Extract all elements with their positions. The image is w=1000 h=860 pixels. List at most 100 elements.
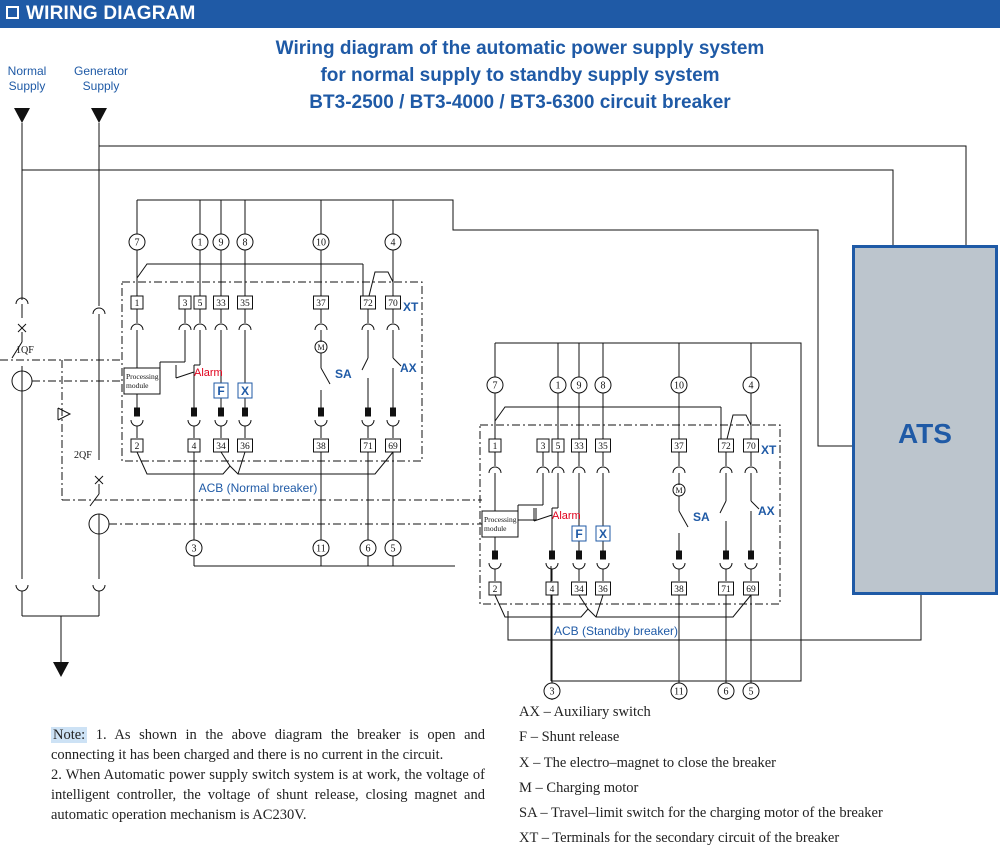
alarm-label: Alarm: [194, 367, 223, 379]
terminal-box: [213, 438, 229, 453]
diagram-title-line-1: Wiring diagram of the automatic power su…: [275, 38, 765, 59]
standby-breaker-wiring: [479, 342, 814, 700]
terminal-box-label: 33: [574, 442, 584, 452]
breaker-name: ACB (Normal breaker): [199, 481, 318, 495]
breaker-name: ACB (Standby breaker): [554, 624, 678, 638]
terminal-circle-label: 4: [391, 238, 396, 249]
processing-module-label: Processing: [126, 372, 159, 381]
terminal-circle-label: 8: [601, 381, 606, 392]
legend-item: X – The electro–magnet to close the brea…: [519, 754, 776, 771]
terminal-box: [130, 295, 144, 310]
terminal-circle: [570, 376, 588, 394]
terminal-box: [571, 438, 587, 453]
terminal-circle-label: 11: [316, 544, 326, 555]
terminal-circle-label: 5: [749, 687, 754, 698]
note-tag: Note:: [51, 727, 88, 743]
terminal-box: [595, 438, 611, 453]
terminal-box: [237, 438, 253, 453]
alarm-label: Alarm: [552, 510, 581, 522]
terminal-box-label: 36: [598, 585, 608, 595]
generator-supply-label: Generator Supply: [68, 64, 134, 94]
terminal-box-label: 4: [550, 585, 555, 595]
normal-supply-label: Normal Supply: [0, 64, 54, 94]
legend-item: M – Charging motor: [519, 779, 639, 796]
terminal-box-label: 34: [216, 442, 226, 452]
terminal-circle: [359, 539, 377, 557]
terminal-circle: [742, 376, 760, 394]
terminal-box: [360, 295, 376, 310]
terminal-box-label: 70: [746, 442, 756, 452]
terminal-box-label: 3: [183, 299, 188, 309]
terminal-box-label: 71: [363, 442, 373, 452]
terminal-circle: [212, 233, 230, 251]
terminal-box-label: 1: [135, 299, 140, 309]
processing-module-label: Processing: [484, 515, 517, 524]
terminal-box: [743, 581, 759, 596]
terminal-circle: [594, 376, 612, 394]
terminal-box-label: 69: [746, 585, 756, 595]
terminal-circle: [236, 233, 254, 251]
terminal-circle-label: 11: [674, 687, 684, 698]
note-block: Note: 1. As shown in the above diagram t…: [51, 725, 485, 825]
auxiliary-switch-label: AX: [758, 504, 775, 518]
terminal-circle: [486, 376, 504, 394]
terminal-circle: [384, 539, 402, 557]
close-magnet-label: X: [599, 527, 607, 541]
normal-breaker-wiring: [121, 199, 456, 567]
terminal-box: [488, 581, 502, 596]
processing-module-label: module: [484, 524, 507, 533]
normal-supply-label-line-2: Supply: [8, 79, 46, 93]
terminal-box-label: 2: [493, 585, 498, 595]
terminal-circle-label: 1: [556, 381, 561, 392]
header-title: WIRING DIAGRAM: [26, 3, 196, 24]
terminal-box: [718, 438, 734, 453]
terminal-box-label: 38: [316, 442, 326, 452]
shunt-release-label: F: [217, 384, 224, 398]
terminal-circle-label: 1: [198, 238, 203, 249]
diagram-title-line-2: for normal supply to standby supply syst…: [320, 65, 720, 86]
terminal-box-label: 72: [363, 299, 373, 309]
terminal-box-label: 2: [135, 442, 140, 452]
legend-item: F – Shunt release: [519, 729, 620, 746]
terminal-box-label: 35: [598, 442, 608, 452]
terminal-box-label: 3: [541, 442, 546, 452]
terminal-box: [595, 581, 611, 596]
terminal-box: [193, 295, 207, 310]
terminal-circle: [742, 682, 760, 700]
terminal-circle-label: 7: [135, 238, 140, 249]
terminal-box: [743, 438, 759, 453]
terminals-label: XT: [761, 443, 777, 457]
legend-item: SA – Travel–limit switch for the chargin…: [519, 805, 883, 822]
terminal-box-label: 5: [198, 299, 203, 309]
terminal-circle-label: 10: [316, 238, 326, 249]
terminal-box: [360, 438, 376, 453]
diagram-title-line-3: BT3-2500 / BT3-4000 / BT3-6300 circuit b…: [309, 92, 731, 113]
terminal-box: [385, 295, 401, 310]
terminal-box-label: 71: [721, 585, 731, 595]
terminal-box: [545, 581, 559, 596]
terminal-box-label: 72: [721, 442, 731, 452]
terminal-box: [237, 295, 253, 310]
travel-limit-switch-label: SA: [335, 367, 352, 381]
terminal-box: [213, 295, 229, 310]
header-square-icon: [6, 6, 19, 19]
wiring-diagram: 7198104135333537727024343638716931165Pro…: [0, 108, 967, 700]
normal-supply-label-line-1: Normal: [7, 64, 47, 78]
terminal-box: [178, 295, 192, 310]
terminal-box-label: 4: [192, 442, 197, 452]
terminal-circle: [384, 233, 402, 251]
terminal-circle-label: 6: [724, 687, 729, 698]
terminal-box-label: 69: [388, 442, 398, 452]
note-item-2: 2. When Automatic power supply switch sy…: [51, 767, 485, 823]
terminal-box: [313, 438, 329, 453]
terminal-box-label: 35: [240, 299, 250, 309]
terminal-circle-label: 10: [674, 381, 684, 392]
shunt-release-label: F: [575, 527, 582, 541]
terminal-circle-label: 3: [550, 687, 555, 698]
terminal-box-label: 36: [240, 442, 250, 452]
note-item-1-text: 1. As shown in the above diagram the bre…: [51, 727, 486, 763]
terminal-circle-label: 9: [219, 238, 224, 249]
terminal-circle-label: 8: [243, 238, 248, 249]
terminal-box-label: 70: [388, 299, 398, 309]
processing-module-label: module: [126, 381, 149, 390]
